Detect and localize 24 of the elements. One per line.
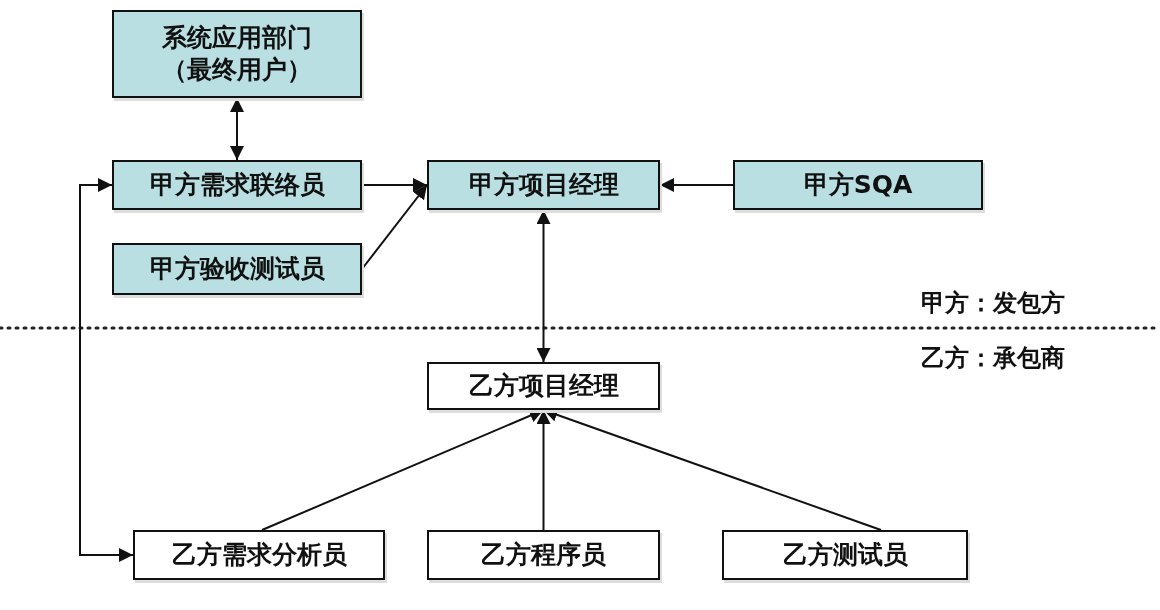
arrow xyxy=(361,184,428,270)
role-label: 系统应用部门（最终用户） xyxy=(161,21,313,86)
role-label: 甲方需求联络员 xyxy=(149,168,325,201)
arrow xyxy=(659,178,734,192)
side-label: 甲方：发包方 xyxy=(921,288,1065,319)
role-box xyxy=(133,530,385,580)
role-box xyxy=(112,10,362,98)
arrow xyxy=(79,178,134,562)
role-label: 乙方项目经理 xyxy=(468,369,619,402)
role-label: 甲方SQA xyxy=(803,168,913,201)
arrow xyxy=(361,178,428,192)
role-box xyxy=(733,160,983,210)
role-box xyxy=(427,160,660,210)
role-label: 乙方程序员 xyxy=(481,538,606,571)
role-label: 乙方需求分析员 xyxy=(171,538,347,571)
role-box xyxy=(112,160,362,210)
role-label: 乙方测试员 xyxy=(782,538,908,571)
role-box xyxy=(112,243,362,295)
role-label: 甲方项目经理 xyxy=(468,168,619,201)
role-box xyxy=(722,530,968,580)
role-box xyxy=(427,362,660,410)
side-label: 乙方：承包商 xyxy=(921,343,1065,374)
role-box xyxy=(427,530,660,580)
role-label: 甲方验收测试员 xyxy=(149,252,325,285)
